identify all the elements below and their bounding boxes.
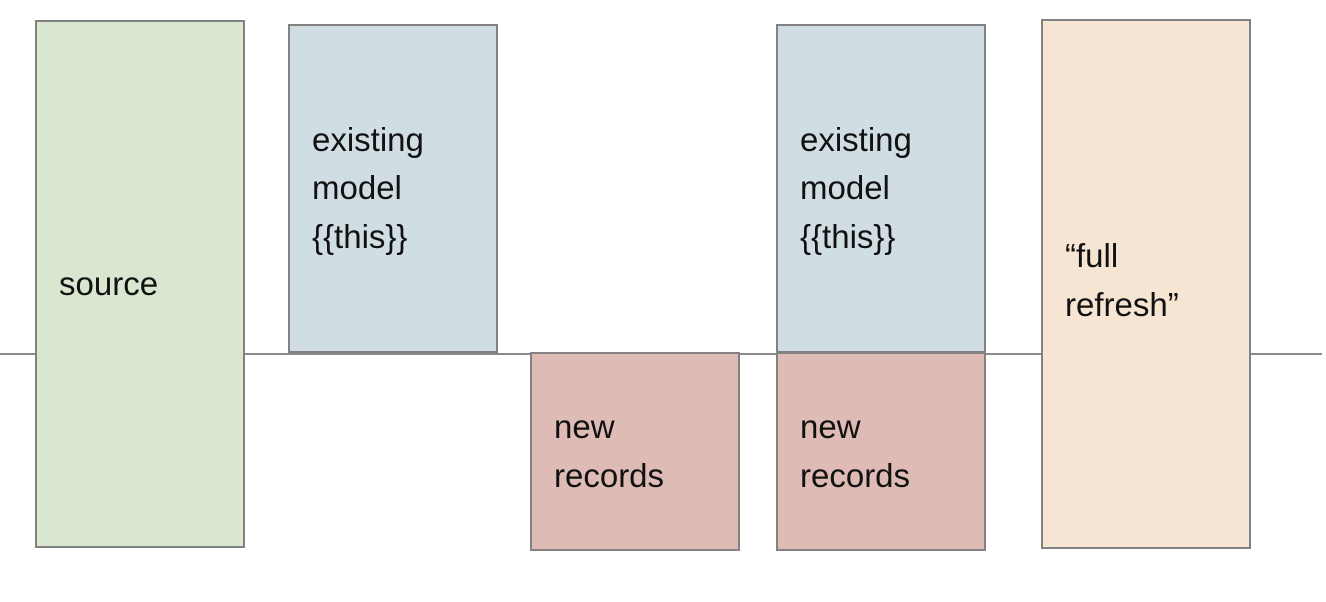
box-new-records-1-label: new records: [554, 408, 665, 494]
box-full-refresh-label: “full refresh”: [1065, 237, 1179, 323]
box-existing-model-2[interactable]: existing model {{this}}: [776, 24, 986, 353]
box-source-label: source: [59, 264, 159, 302]
box-existing-model-2-label: existing model {{this}}: [800, 120, 912, 255]
box-existing-model-1-label: existing model {{this}}: [312, 120, 424, 255]
box-source[interactable]: source: [35, 20, 245, 548]
box-existing-model-1[interactable]: existing model {{this}}: [288, 24, 498, 353]
box-full-refresh[interactable]: “full refresh”: [1041, 19, 1251, 549]
box-new-records-1[interactable]: new records: [530, 352, 740, 551]
box-new-records-2[interactable]: new records: [776, 352, 986, 551]
box-new-records-2-label: new records: [800, 408, 911, 494]
